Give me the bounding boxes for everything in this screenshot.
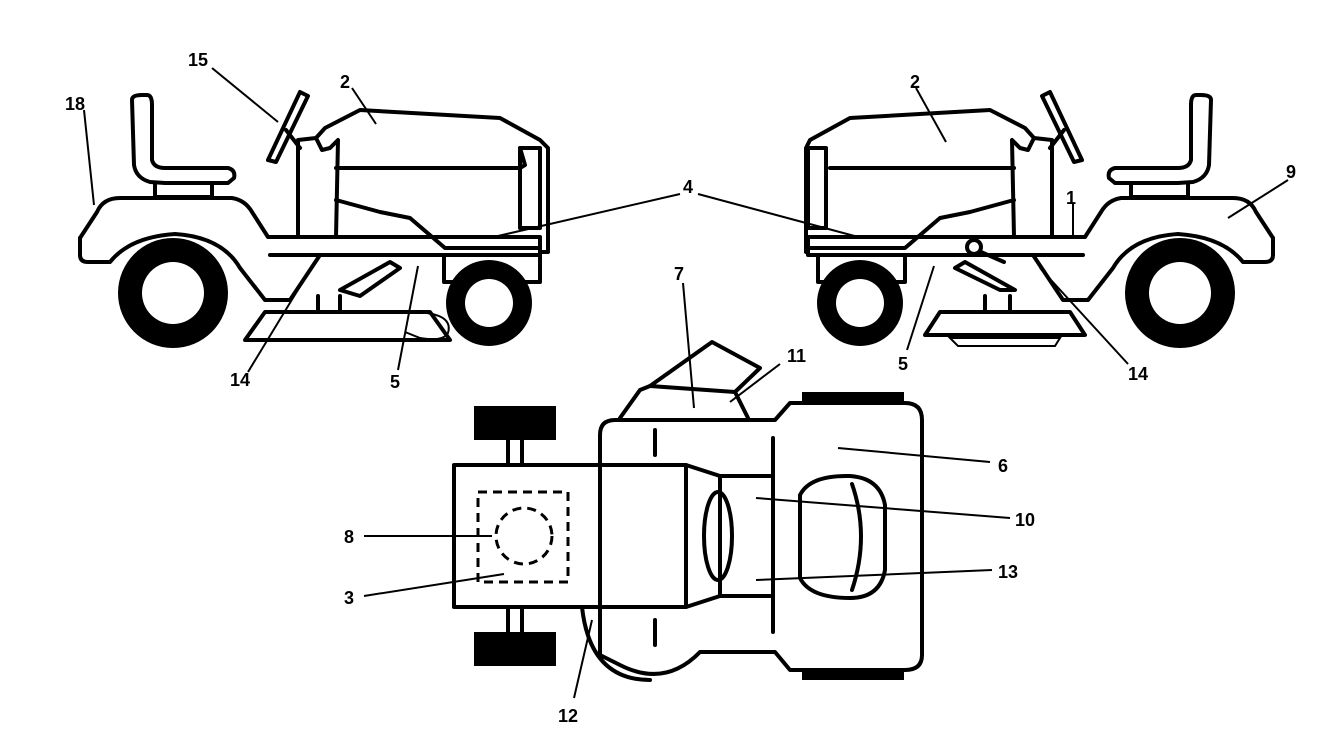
tractor-right-side-view — [804, 90, 1275, 348]
leader-lines — [83, 67, 1289, 699]
label-7: 7 — [674, 264, 684, 284]
label-13: 13 — [998, 562, 1018, 582]
label-14-left: 14 — [230, 370, 250, 390]
label-14-right: 14 — [1128, 364, 1148, 384]
label-9: 9 — [1286, 162, 1296, 182]
tractor-top-view — [452, 340, 924, 682]
label-5-left: 5 — [390, 372, 400, 392]
label-12: 12 — [558, 706, 578, 726]
label-10: 10 — [1015, 510, 1035, 530]
label-3: 3 — [344, 588, 354, 608]
label-11: 11 — [787, 346, 806, 366]
tractor-left-side-view — [78, 90, 550, 348]
label-5-right: 5 — [898, 354, 908, 374]
label-4: 4 — [683, 177, 693, 197]
label-2-right: 2 — [910, 72, 920, 92]
label-2-left: 2 — [340, 72, 350, 92]
label-8: 8 — [344, 527, 354, 547]
label-15: 15 — [188, 50, 208, 70]
part-labels: 18 15 2 2 4 9 1 14 5 5 14 7 11 6 10 13 8… — [65, 50, 1296, 726]
label-18: 18 — [65, 94, 85, 114]
label-1: 1 — [1066, 188, 1076, 208]
label-6: 6 — [998, 456, 1008, 476]
